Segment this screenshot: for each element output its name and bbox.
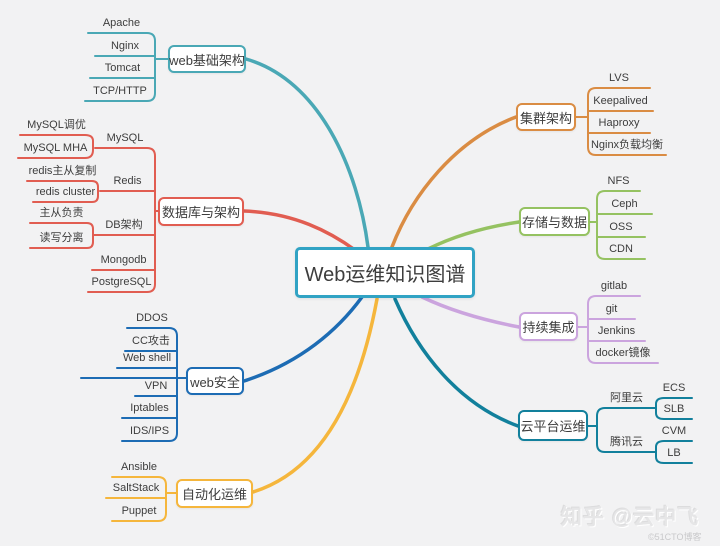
node-ecs[interactable]: ECS	[662, 382, 686, 394]
cluster-wires	[575, 87, 667, 156]
node-cvm[interactable]: CVM	[661, 425, 687, 437]
web-infra-wires	[84, 32, 169, 102]
node-tomcat[interactable]: Tomcat	[104, 62, 141, 74]
node-mysql[interactable]: MySQL	[106, 132, 144, 144]
database-wires	[17, 134, 159, 293]
node-nginx[interactable]: Nginx	[110, 40, 140, 52]
node-iptables[interactable]: Iptables	[130, 402, 169, 414]
storage-wires	[589, 190, 653, 260]
node-ceph[interactable]: Ceph	[611, 198, 638, 210]
branch-automation[interactable]: 自动化运维	[176, 479, 253, 508]
node-tcp-http[interactable]: TCP/HTTP	[93, 85, 147, 97]
node-apache[interactable]: Apache	[102, 17, 141, 29]
node-postgresql[interactable]: PostgreSQL	[91, 276, 152, 288]
node-cdn[interactable]: CDN	[609, 243, 633, 255]
branch-database[interactable]: 数据库与架构	[158, 197, 244, 226]
node-git[interactable]: git	[605, 303, 618, 315]
node-mysql-mha[interactable]: MySQL MHA	[23, 142, 88, 154]
node-puppet[interactable]: Puppet	[121, 505, 157, 517]
automation-wires	[105, 476, 177, 522]
node-web-shell[interactable]: Web shell	[122, 352, 172, 364]
node-tencent-cloud[interactable]: 腾讯云	[610, 436, 643, 448]
node-gitlab[interactable]: gitlab	[600, 280, 628, 292]
node-db-arch[interactable]: DB架构	[105, 219, 143, 231]
node-lb[interactable]: LB	[667, 447, 681, 459]
node-cc-attack[interactable]: CC攻击	[132, 335, 170, 347]
branch-storage[interactable]: 存储与数据	[519, 207, 590, 236]
node-mysql-tuning[interactable]: MySQL调优	[27, 119, 86, 131]
node-jenkins[interactable]: Jenkins	[597, 325, 636, 337]
node-ids-ips[interactable]: IDS/IPS	[129, 425, 170, 437]
central-topic[interactable]: Web运维知识图谱	[295, 247, 475, 298]
node-saltstack[interactable]: SaltStack	[112, 482, 160, 494]
node-oss[interactable]: OSS	[609, 221, 633, 233]
branch-web-security[interactable]: web安全	[186, 367, 244, 395]
node-redis[interactable]: Redis	[113, 175, 142, 187]
node-lvs[interactable]: LVS	[609, 72, 629, 84]
node-nginx-lb[interactable]: Nginx负载均衡	[590, 139, 664, 151]
node-nfs[interactable]: NFS	[607, 175, 630, 187]
branch-ci[interactable]: 持续集成	[519, 312, 578, 341]
cloud-wires	[587, 397, 693, 464]
node-vpn[interactable]: VPN	[144, 380, 168, 392]
node-read-write-split[interactable]: 读写分离	[39, 232, 84, 244]
trunk-curves	[242, 57, 521, 494]
node-mongodb[interactable]: Mongodb	[100, 254, 147, 266]
node-redis-cluster[interactable]: redis cluster	[35, 186, 96, 198]
node-keepalived[interactable]: Keepalived	[593, 95, 648, 107]
node-haproxy[interactable]: Haproxy	[598, 117, 640, 129]
node-master-slave[interactable]: 主从负责	[39, 207, 84, 219]
node-ansible[interactable]: Ansible	[120, 461, 158, 473]
branch-cloud[interactable]: 云平台运维	[518, 410, 588, 441]
watermark-51cto: ©51CTO博客	[648, 532, 702, 542]
node-redis-replication[interactable]: redis主从复制	[28, 165, 97, 177]
watermark-zhihu: 知乎 @云中飞	[561, 506, 700, 529]
node-ddos[interactable]: DDOS	[136, 312, 168, 324]
branch-web-infra[interactable]: web基础架构	[168, 45, 246, 73]
node-aliyun[interactable]: 阿里云	[610, 392, 643, 404]
node-docker-image[interactable]: docker镜像	[595, 347, 651, 359]
ci-wires	[577, 295, 659, 364]
node-slb[interactable]: SLB	[663, 403, 685, 415]
branch-cluster[interactable]: 集群架构	[516, 103, 576, 131]
web-security-wires	[80, 327, 187, 442]
